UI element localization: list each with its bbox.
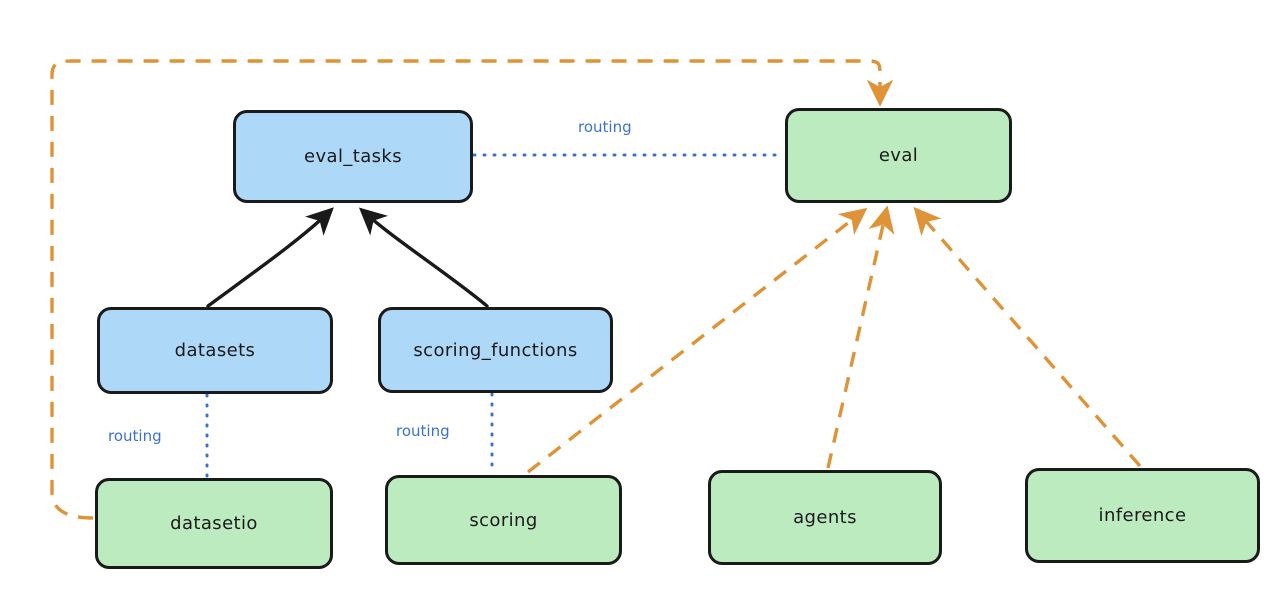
node-datasets[interactable]: datasets xyxy=(97,307,333,394)
node-eval-label: eval xyxy=(878,145,919,166)
node-inference[interactable]: inference xyxy=(1025,468,1260,563)
edge-scoring-to-eval xyxy=(526,207,868,474)
node-scoring-functions[interactable]: scoring_functions xyxy=(378,307,613,393)
node-eval[interactable]: eval xyxy=(785,108,1012,203)
edge-label-routing-scoring-functions-scoring: routing xyxy=(396,422,450,440)
node-datasets-label: datasets xyxy=(174,340,256,361)
node-eval-tasks[interactable]: eval_tasks xyxy=(233,110,473,203)
node-inference-label: inference xyxy=(1098,505,1187,526)
edge-label-routing-datasets-datasetio: routing xyxy=(108,427,162,445)
node-eval-tasks-label: eval_tasks xyxy=(303,146,403,167)
edge-agents-to-eval xyxy=(826,205,895,469)
edge-inference-to-eval xyxy=(913,206,1142,468)
node-scoring-label: scoring xyxy=(469,509,538,531)
node-datasetio[interactable]: datasetio xyxy=(95,478,333,569)
node-datasetio-label: datasetio xyxy=(170,513,258,534)
edge-datasetio-to-eval xyxy=(50,59,894,520)
node-scoring[interactable]: scoring xyxy=(385,475,622,565)
edge-label-routing-eval-tasks-eval: routing xyxy=(578,118,632,136)
node-scoring-functions-label: scoring_functions xyxy=(413,339,578,361)
edge-datasets-to-eval-tasks xyxy=(206,207,334,308)
edge-scoring-functions-to-eval-tasks xyxy=(358,207,489,308)
node-agents-label: agents xyxy=(793,507,857,528)
node-agents[interactable]: agents xyxy=(708,470,942,565)
